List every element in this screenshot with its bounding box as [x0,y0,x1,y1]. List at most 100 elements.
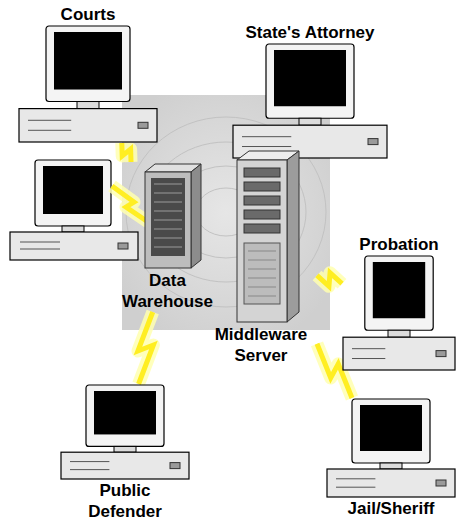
server-vent [248,278,276,279]
server-vent [248,269,276,270]
bolt-glow [112,186,148,222]
node-label: Probation [359,234,438,255]
server-front [145,172,191,268]
node-label: Jail/Sheriff [348,498,435,519]
computer-icon [326,398,456,498]
drive-slot [28,120,71,121]
screen [274,50,346,106]
server-panel [244,243,280,304]
bolt-glow [122,143,131,162]
lightning-connector [122,143,131,162]
server-vent [154,211,182,212]
screen [360,405,422,451]
cpu-case [343,337,455,370]
server-vent [154,229,182,230]
monitor [352,399,430,463]
workstation-node: State's Attorney [232,22,388,159]
screen [94,391,156,434]
monitor [266,44,354,118]
server-node: Middleware Server [205,148,317,366]
power-button [436,480,446,486]
lightning-bolt [138,312,153,384]
server-vent [248,251,276,252]
drive-slot [242,136,291,137]
drive-slot [336,478,375,479]
lightning-bolt [112,186,148,222]
drive-slot [352,358,385,359]
workstation-node: Jail/Sheriff [326,398,456,519]
monitor [86,385,164,446]
server-vent [154,193,182,194]
computer-icon [60,384,190,480]
cpu-case [19,109,157,142]
workstation [10,160,138,260]
node-label: Public Defender [75,480,175,522]
node-label: State's Attorney [245,22,374,43]
lightning-bolt [112,186,148,222]
server-vent [154,184,182,185]
drive-slot [20,242,60,243]
lightning-bolt [122,143,131,162]
cpu-case [327,469,455,497]
drive-slot [28,130,71,131]
monitor [35,160,111,226]
power-button [118,243,128,249]
power-button [138,122,148,128]
workstation-node: Courts [18,4,158,143]
bolt-glow [317,273,342,286]
node-label: Data Warehouse [118,270,218,312]
server-vent [248,287,276,288]
drive-bay [244,224,280,233]
monitor-neck [380,463,402,469]
lightning-bolt [317,273,342,286]
server-vent [248,296,276,297]
screen [43,166,103,214]
server-vent [154,247,182,248]
monitor [365,256,433,330]
computer-icon [342,255,456,371]
server-panel [151,178,185,256]
server-front [237,160,287,322]
screen [54,32,122,90]
monitor-neck [62,226,84,232]
drive-slot [352,348,385,349]
cpu-case [61,452,189,479]
server-node: Data Warehouse [115,162,220,312]
lightning-connector [317,273,342,286]
drive-slot [336,487,375,488]
drive-bay [244,210,280,219]
server-vent [154,220,182,221]
server-vent [154,238,182,239]
cpu-case [10,232,138,260]
lightning-connector [138,312,153,384]
monitor-neck [388,330,410,337]
drive-slot [20,249,60,250]
drive-bay [244,168,280,177]
power-button [170,463,180,469]
server-side [191,164,201,268]
node-label: Courts [61,4,116,25]
power-button [368,139,378,145]
computer-icon [18,25,158,143]
power-button [436,351,446,357]
server-vent [154,202,182,203]
drive-bay [244,196,280,205]
workstation-node: Probation [342,234,456,371]
workstation-node: Public Defender [60,384,190,522]
computer-icon [232,43,388,159]
monitor-neck [114,446,136,452]
monitor-neck [77,102,99,109]
server-side [287,151,299,322]
drive-slot [242,146,291,147]
node-label: Middleware Server [206,324,316,366]
server-icon [115,162,220,270]
monitor [46,26,130,102]
monitor-neck [299,118,321,125]
server-vent [248,260,276,261]
drive-slot [70,469,109,470]
drive-bay [244,182,280,191]
server-icon [205,148,317,324]
drive-slot [70,461,109,462]
screen [373,262,425,318]
